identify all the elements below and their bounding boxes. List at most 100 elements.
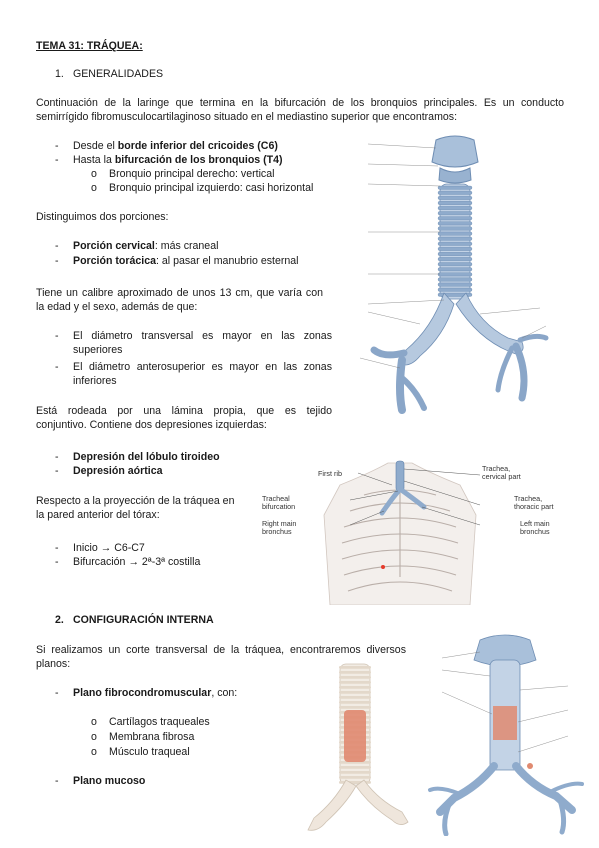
sub-bullet-membrana: Membrana fibrosa bbox=[109, 731, 195, 743]
bullet-diametro-transversal-2: superiores bbox=[73, 344, 123, 356]
bullet-dash: - bbox=[55, 556, 59, 568]
bullet-hasta: Hasta la bifurcación de los bronquios (T… bbox=[73, 154, 283, 166]
sub-bullet-bronquio-derecho: Bronquio principal derecho: vertical bbox=[109, 168, 275, 180]
bullet-desde: Desde el borde inferior del cricoides (C… bbox=[73, 140, 278, 152]
label-trachea-thoracic-1: Trachea, bbox=[514, 494, 543, 503]
trachealis-muscle-window bbox=[493, 706, 517, 740]
bullet-dash: - bbox=[55, 240, 59, 252]
tracheal-ring bbox=[437, 262, 473, 267]
proyeccion-line-2: la pared anterior del tórax: bbox=[36, 509, 160, 521]
trachea-mucosa-illustration bbox=[307, 663, 409, 831]
proyeccion-line-1: Respecto a la proyección de la tráquea e… bbox=[36, 495, 235, 507]
label-left-main-1: Left main bbox=[520, 519, 550, 528]
tracheal-ring bbox=[437, 206, 473, 210]
calibre-line-2: la edad y el sexo, además de que: bbox=[36, 301, 198, 313]
tracheal-ring bbox=[437, 252, 473, 256]
tracheal-ring bbox=[437, 236, 473, 241]
trachea-posterior-illustration bbox=[428, 634, 584, 836]
tracheal-ring bbox=[339, 686, 371, 689]
tracheal-rings bbox=[437, 183, 473, 300]
lamina-line-2: conjuntivo. Contiene dos depresiones izq… bbox=[36, 419, 267, 431]
section-2-heading: CONFIGURACIÓN INTERNA bbox=[73, 614, 214, 626]
tracheal-ring bbox=[339, 691, 371, 694]
tracheal-ring bbox=[339, 671, 371, 674]
bullet-diametro-anterosuperior-2: inferiores bbox=[73, 375, 117, 387]
tracheal-ring bbox=[437, 282, 473, 287]
tracheal-ring bbox=[339, 676, 371, 679]
label-trachea-cervical-2: cervical part bbox=[482, 472, 521, 481]
intro-line-1: Continuación de la laringe que termina e… bbox=[36, 97, 564, 109]
label-trachea-thoracic-2: thoracic part bbox=[514, 502, 554, 511]
tracheal-ring bbox=[339, 681, 371, 684]
tracheal-ring bbox=[339, 706, 371, 709]
sub-bullet-circle: o bbox=[91, 731, 97, 743]
section-2-number: 2. bbox=[55, 614, 64, 626]
tracheal-ring bbox=[339, 666, 371, 669]
bullet-dash: - bbox=[55, 775, 59, 787]
thorax-projection-illustration bbox=[323, 460, 481, 605]
calibre-line-1: Tiene un calibre aproximado de unos 13 c… bbox=[36, 287, 323, 299]
tracheal-ring bbox=[437, 226, 473, 231]
mucosa-window bbox=[344, 710, 366, 762]
bullet-dash: - bbox=[55, 465, 59, 477]
label-right-main-2: bronchus bbox=[262, 527, 292, 536]
bullet-dash: - bbox=[55, 361, 59, 373]
section-1-heading: GENERALIDADES bbox=[73, 68, 164, 80]
bullet-porcion-toracica: Porción torácica: al pasar el manubrio e… bbox=[73, 255, 299, 267]
bullet-dash: - bbox=[55, 330, 59, 342]
tracheal-ring bbox=[339, 696, 371, 699]
intro-line-2: semirrígido fibromusculocartilaginoso si… bbox=[36, 111, 458, 123]
tracheal-ring bbox=[437, 247, 473, 251]
bullet-dash: - bbox=[55, 140, 59, 152]
tracheal-ring bbox=[437, 231, 473, 236]
sub-bullet-bronquio-izquierdo: Bronquio principal izquierdo: casi horiz… bbox=[109, 182, 314, 194]
bullet-inicio: Inicio → C6-C7 bbox=[73, 542, 145, 554]
tracheal-ring bbox=[437, 185, 473, 190]
tracheal-ring bbox=[437, 190, 473, 195]
tracheal-ring bbox=[437, 221, 473, 226]
bullet-bifurcacion: Bifurcación → 2ª-3ª costilla bbox=[73, 556, 201, 568]
sub-bullet-cartilagos: Cartílagos traqueales bbox=[109, 716, 210, 728]
tracheal-ring bbox=[437, 196, 473, 200]
bullet-dash: - bbox=[55, 154, 59, 166]
porciones-intro: Distinguimos dos porciones: bbox=[36, 211, 169, 223]
label-first-rib: First rib bbox=[318, 469, 342, 478]
page-title: TEMA 31: TRÁQUEA: bbox=[36, 40, 143, 52]
label-tracheal-bifurcation-2: bifurcation bbox=[262, 502, 296, 511]
sub-bullet-musculo: Músculo traqueal bbox=[109, 746, 190, 758]
label-tracheal-bifurcation-1: Tracheal bbox=[262, 494, 290, 503]
tracheal-ring bbox=[437, 267, 473, 272]
section-1-number: 1. bbox=[55, 68, 64, 80]
tracheal-ring bbox=[437, 272, 473, 277]
tracheal-ring bbox=[437, 211, 473, 216]
bullet-dash: - bbox=[55, 255, 59, 267]
tracheal-ring bbox=[437, 216, 473, 221]
bullet-depresion-tiroideo: Depresión del lóbulo tiroideo bbox=[73, 451, 220, 463]
tracheal-ring bbox=[437, 201, 473, 205]
sub-bullet-circle: o bbox=[91, 168, 97, 180]
tracheal-ring bbox=[339, 766, 371, 769]
bullet-diametro-transversal-1: El diámetro transversal es mayor en las … bbox=[73, 330, 332, 342]
sub-bullet-circle: o bbox=[91, 716, 97, 728]
sub-bullet-circle: o bbox=[91, 182, 97, 194]
label-trachea-cervical-1: Trachea, bbox=[482, 464, 511, 473]
tracheal-ring bbox=[437, 241, 473, 246]
bullet-depresion-aortica: Depresión aórtica bbox=[73, 465, 163, 477]
bullet-dash: - bbox=[55, 542, 59, 554]
lamina-line-1: Está rodeada por una lámina propia, que … bbox=[36, 405, 332, 417]
bullet-plano-mucoso: Plano mucoso bbox=[73, 775, 146, 787]
corte-line-1: Si realizamos un corte transversal de la… bbox=[36, 644, 406, 656]
bullet-dash: - bbox=[55, 687, 59, 699]
label-left-main-2: bronchus bbox=[520, 527, 550, 536]
tracheal-ring bbox=[339, 771, 371, 774]
bullet-diametro-anterosuperior-1: El diámetro anterosuperior es mayor en l… bbox=[73, 361, 332, 373]
corte-line-2: planos: bbox=[36, 658, 71, 670]
sub-bullet-circle: o bbox=[91, 746, 97, 758]
trachea-anterior-illustration bbox=[340, 128, 570, 428]
tracheal-ring bbox=[339, 776, 371, 779]
tracheal-ring bbox=[437, 287, 473, 292]
tracheal-ring bbox=[339, 701, 371, 704]
label-right-main-1: Right main bbox=[262, 519, 297, 528]
bullet-dash: - bbox=[55, 451, 59, 463]
